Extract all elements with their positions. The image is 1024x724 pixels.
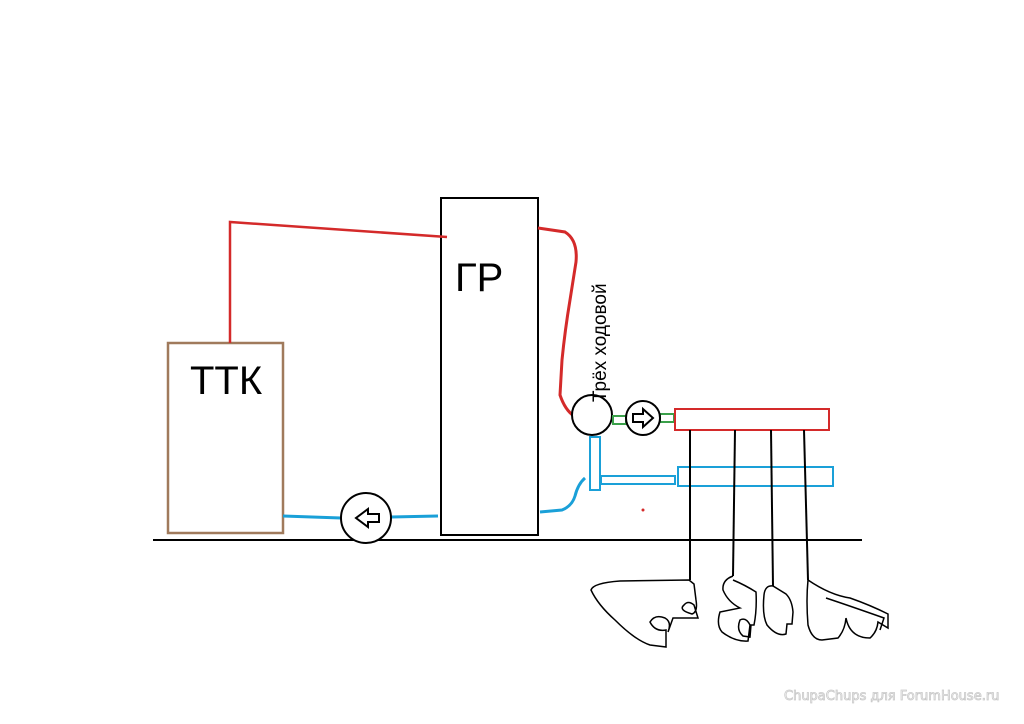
foot: [762, 585, 794, 636]
supply-pipe-valve: [537, 226, 578, 418]
return-riser: [589, 436, 601, 491]
foot: [806, 579, 889, 641]
connector: [612, 415, 627, 425]
watermark: ChupaChups для ForumHouse.ru: [784, 689, 999, 704]
accumulator-label: ГР: [455, 256, 503, 300]
return-pipe-boiler: [390, 514, 439, 519]
return-pipe-boiler: [282, 514, 342, 520]
leg-line: [803, 429, 809, 581]
radiator-pump: [625, 400, 661, 436]
foot: [717, 575, 757, 642]
leg-line: [732, 429, 736, 577]
return-branch: [600, 475, 676, 485]
foot: [590, 579, 700, 648]
leg-line: [770, 429, 774, 587]
boiler-pump: [340, 492, 392, 544]
boiler-ttk: [166, 341, 285, 535]
dot: [641, 508, 645, 512]
accumulator-tank: [440, 197, 539, 536]
arrow-left-icon: [354, 507, 380, 529]
return-pipe-accumulator: [539, 476, 587, 514]
return-manifold: [677, 466, 834, 487]
arrow-right-icon: [632, 406, 655, 430]
valve-label: Трёх ходовой: [590, 283, 611, 402]
connector: [659, 413, 675, 423]
boiler-label: ТТК: [190, 359, 263, 403]
supply-pipe-boiler: [228, 220, 448, 343]
supply-manifold: [674, 408, 830, 431]
